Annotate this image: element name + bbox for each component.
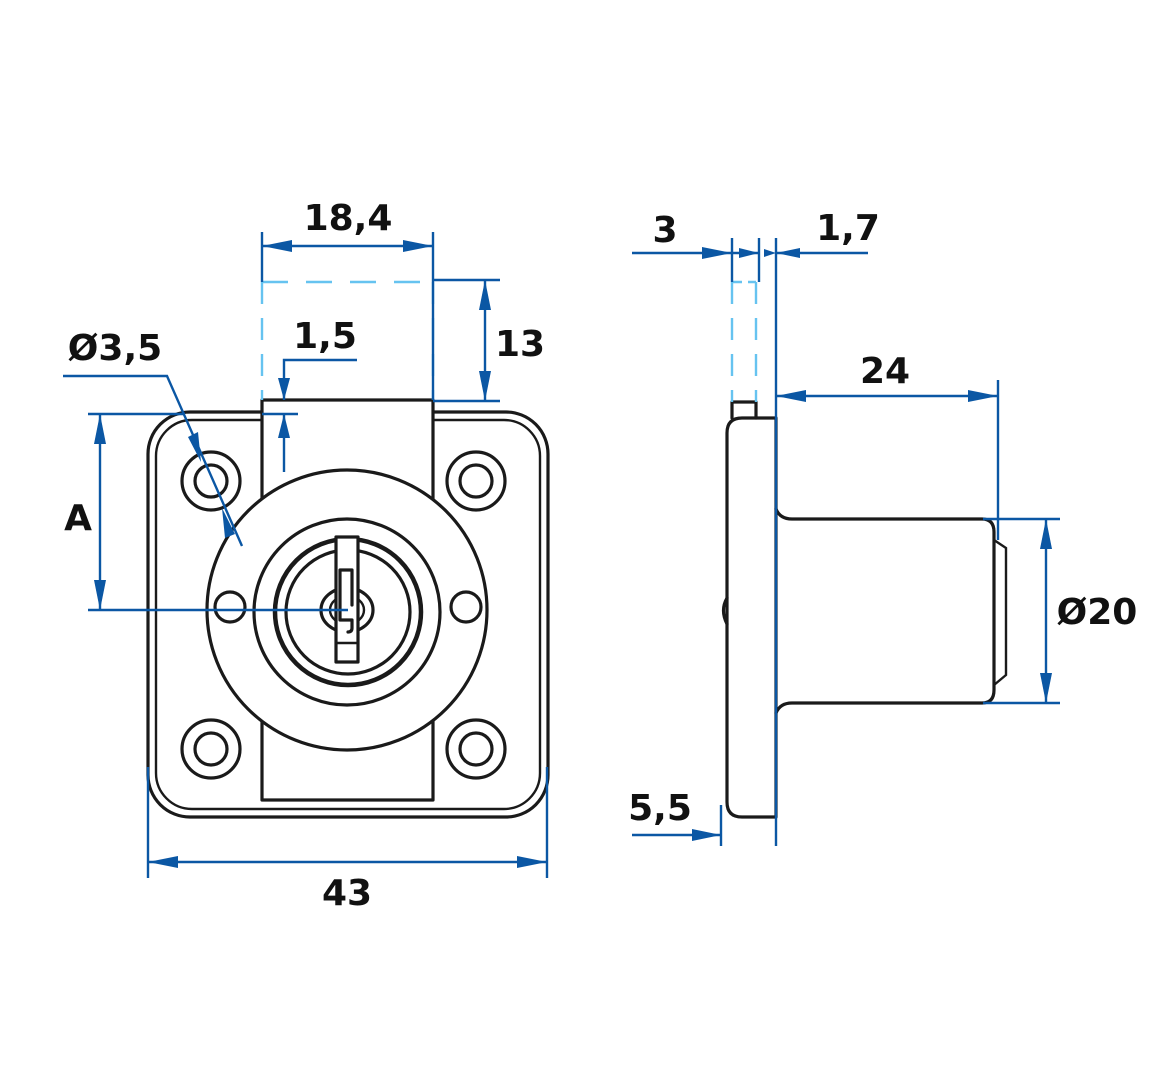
rosette-hole-left [213, 590, 247, 624]
dim-label-bolt-thickness: 3 [652, 210, 677, 251]
rosette-hole-right [449, 590, 483, 624]
body-cylinder [774, 507, 996, 715]
dim-label-flange-thickness: 5,5 [628, 788, 692, 829]
dim-label-flange-width: 43 [322, 873, 372, 914]
key-slot-icon [334, 535, 360, 664]
dim-bolt-width: 18,4 [260, 198, 435, 400]
dim-bolt-thickness: 3 [632, 210, 761, 282]
dim-body-diameter: Ø20 [983, 517, 1138, 705]
dim-bolt-gap: 1,7 [764, 208, 880, 846]
side-bolt-hidden-lines [730, 280, 758, 402]
dim-flange-thickness: 5,5 [628, 788, 723, 846]
dim-label-body-length: 24 [860, 351, 910, 392]
dim-label-bolt-projection: 13 [495, 324, 545, 365]
dim-hole-diameter: Ø3,5 [63, 328, 244, 547]
dim-bolt-step: 1,5 [262, 316, 357, 472]
dim-label-body-diameter: Ø20 [1057, 592, 1138, 633]
flange-bump [721, 596, 729, 626]
dim-flange-width: 43 [146, 767, 549, 914]
bolt-tip [730, 400, 758, 420]
mounting-hole-bottom-right [445, 718, 507, 780]
mounting-hole-top-left [180, 450, 242, 512]
flange-plate [725, 416, 778, 819]
mounting-hole-top-right [445, 450, 507, 512]
dim-label-hole-diameter: Ø3,5 [68, 328, 162, 369]
dim-label-bolt-step: 1,5 [293, 316, 357, 357]
dim-bolt-projection: 13 [433, 278, 545, 403]
mounting-hole-bottom-left [180, 718, 242, 780]
dim-center-offset: A [64, 412, 348, 612]
dim-label-bolt-gap: 1,7 [816, 208, 880, 249]
front-view [146, 398, 550, 819]
end-cap [993, 539, 1008, 686]
side-view [721, 400, 1008, 819]
cylinder-ring-outer [252, 517, 442, 707]
dim-label-bolt-width: 18,4 [304, 198, 393, 239]
dim-label-center-offset: A [64, 498, 92, 539]
dim-body-length: 24 [776, 351, 1000, 540]
